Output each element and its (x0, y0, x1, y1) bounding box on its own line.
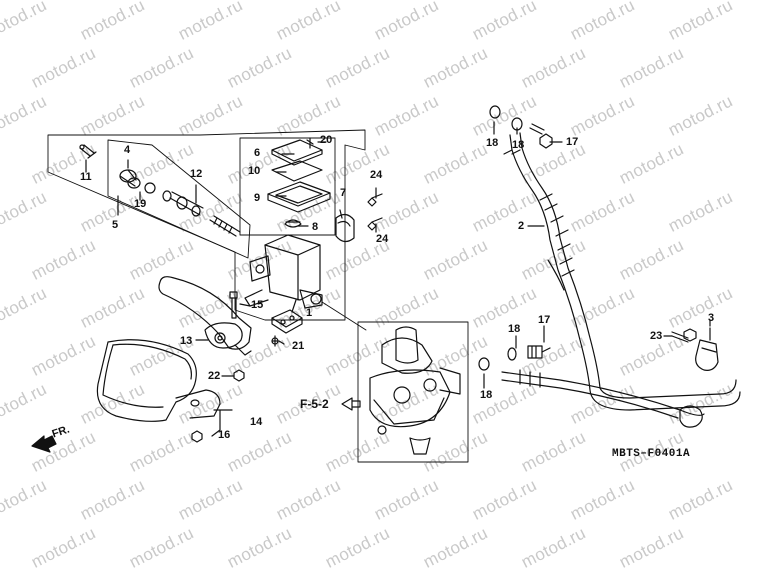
plate-10 (271, 160, 323, 182)
callout-6: 6 (254, 147, 261, 159)
bracket-7 (335, 213, 355, 243)
callout-22: 22 (208, 370, 221, 382)
nut-22 (233, 369, 245, 382)
callout-18d: 18 (480, 389, 493, 401)
callout-14: 14 (250, 416, 263, 428)
callout-19: 19 (134, 198, 147, 210)
cap-group-box (239, 137, 336, 236)
circlip-19 (144, 182, 156, 194)
ref-arrow (341, 397, 361, 411)
connector-line (321, 301, 367, 331)
master-cylinder-body (244, 234, 323, 309)
callout-24b: 24 (376, 233, 389, 245)
boot-4 (119, 169, 141, 189)
assembly-outline (47, 129, 366, 321)
callout-3: 3 (708, 312, 715, 324)
callout-16: 16 (218, 429, 231, 441)
callout-12: 12 (190, 168, 203, 180)
abs-modulator (357, 321, 469, 463)
callout-18a: 18 (486, 137, 499, 149)
banjo-bolt-17b (527, 345, 551, 359)
callout-20: 20 (320, 134, 333, 146)
callout-11: 11 (80, 171, 92, 183)
callout-1: 1 (306, 307, 313, 319)
callout-9: 9 (254, 192, 261, 204)
hose-clamp-3 (695, 327, 719, 371)
callout-7: 7 (340, 187, 347, 199)
callout-24a: 24 (370, 169, 383, 181)
washer-18c (507, 347, 517, 361)
callout-2: 2 (518, 220, 525, 232)
callout-18c: 18 (508, 323, 521, 335)
callout-13: 13 (180, 335, 193, 347)
callout-21: 21 (292, 340, 305, 352)
washer-18a (489, 105, 501, 119)
washer-18d (478, 357, 490, 371)
knuckle-guard-14 (96, 339, 221, 422)
cap-6 (271, 139, 323, 166)
float-8 (284, 219, 302, 228)
piston-group-box (107, 139, 251, 259)
banjo-bolt-17a (529, 123, 553, 149)
callout-5: 5 (112, 219, 119, 231)
brake-hose-2 (503, 132, 741, 411)
callout-15: 15 (251, 299, 264, 311)
switch-1 (271, 309, 303, 334)
brake-hose-lower (501, 369, 705, 428)
pin-11 (79, 144, 97, 159)
bolt-24b (367, 217, 383, 231)
callout-10: 10 (248, 165, 261, 177)
callout-17b: 17 (538, 314, 551, 326)
pivot-bolt-15 (229, 291, 238, 319)
callout-4: 4 (124, 144, 131, 156)
lever-13 (158, 276, 252, 356)
screw-20 (306, 137, 314, 149)
bolt-24a (367, 193, 383, 207)
bolt-23 (671, 328, 697, 343)
piston-12 (162, 190, 241, 237)
callout-23: 23 (650, 330, 663, 342)
diaphragm-9 (267, 181, 331, 213)
nut-16 (191, 430, 203, 443)
diagram-code: MBTS–F0401A (612, 448, 691, 460)
callout-18b: 18 (512, 139, 525, 151)
callout-8: 8 (312, 221, 319, 233)
callout-17a: 17 (566, 136, 579, 148)
front-arrow (31, 435, 57, 453)
section-reference: F-5-2 (300, 397, 329, 411)
